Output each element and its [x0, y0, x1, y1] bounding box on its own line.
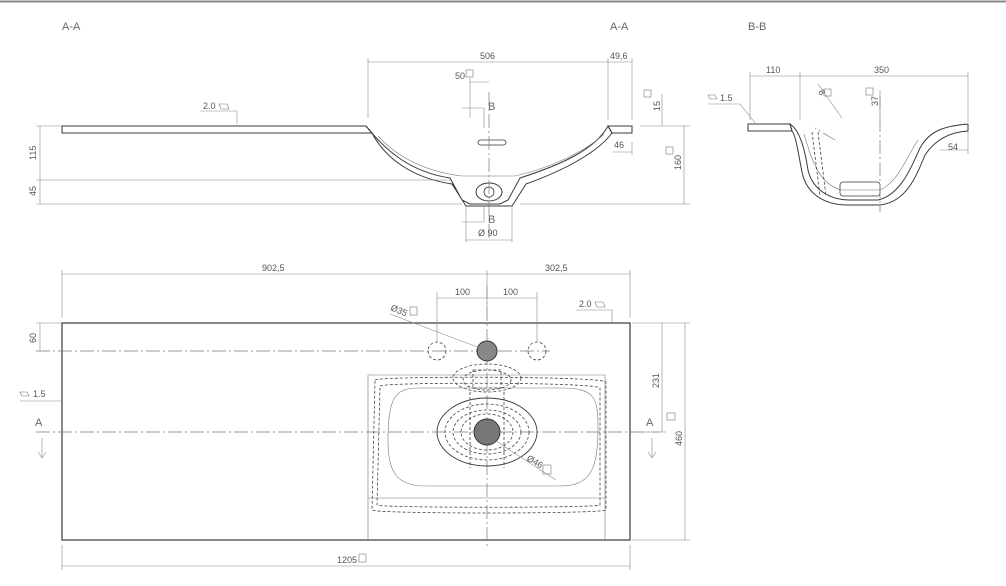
dim-bowl-width: 506	[480, 51, 495, 61]
dim-drain-height: 45	[28, 186, 38, 196]
dim-total-depth: 460	[674, 431, 684, 446]
dim-rim-height: 15	[652, 101, 662, 111]
dim-bb-width: 350	[874, 65, 889, 75]
dim-total-length: 1205	[337, 555, 357, 565]
marker-b-bottom: B	[488, 214, 495, 226]
dim-tap-hole: Ø35	[389, 303, 409, 319]
dim-bb-thickness: 1.5	[720, 93, 733, 103]
surface-finish-plan: 2.0	[579, 299, 592, 309]
dim-right-length: 302,5	[545, 263, 568, 273]
view-title-aa-right: A-A	[610, 21, 629, 33]
view-title-bb: B-B	[748, 21, 766, 33]
plan-view: 902,5 302,5 100 100 Ø35 2.0 60 1.5 231 4…	[19, 263, 690, 570]
dim-thickness-plan: 1.5	[33, 389, 46, 399]
dim-edge-offset: 49,6	[610, 51, 628, 61]
dim-front-depth: 46	[614, 140, 624, 150]
drain-hole	[473, 418, 501, 446]
marker-b-top: B	[488, 101, 495, 113]
section-bb-view: 110 350 8 37 54 1.5	[707, 65, 969, 212]
dim-tap-offset-right: 100	[503, 287, 518, 297]
surface-finish-aa: 2.0	[203, 101, 216, 111]
section-aa-view: B B 506 49,6 50 2.0 15 46 160	[28, 51, 690, 242]
dim-left-length: 902,5	[262, 263, 285, 273]
tap-hole	[476, 340, 498, 362]
dim-overflow-offset: 50	[455, 71, 465, 81]
dim-drain-diameter: Ø 90	[478, 228, 498, 238]
dim-tap-offset-left: 100	[455, 287, 470, 297]
dim-tap-y: 60	[28, 333, 38, 343]
dim-total-height: 160	[673, 155, 683, 170]
marker-a-right: A	[646, 417, 654, 429]
dim-bb-left: 110	[766, 65, 780, 75]
dim-drain-distance: 231	[651, 373, 661, 388]
dim-bb-depth: 37	[870, 96, 880, 106]
dim-bb-right: 54	[948, 142, 958, 152]
view-title-aa-left: A-A	[62, 21, 81, 33]
dim-bb-slope: 8	[816, 87, 827, 97]
marker-a-left: A	[35, 417, 43, 429]
dim-slab-height: 115	[28, 146, 38, 160]
